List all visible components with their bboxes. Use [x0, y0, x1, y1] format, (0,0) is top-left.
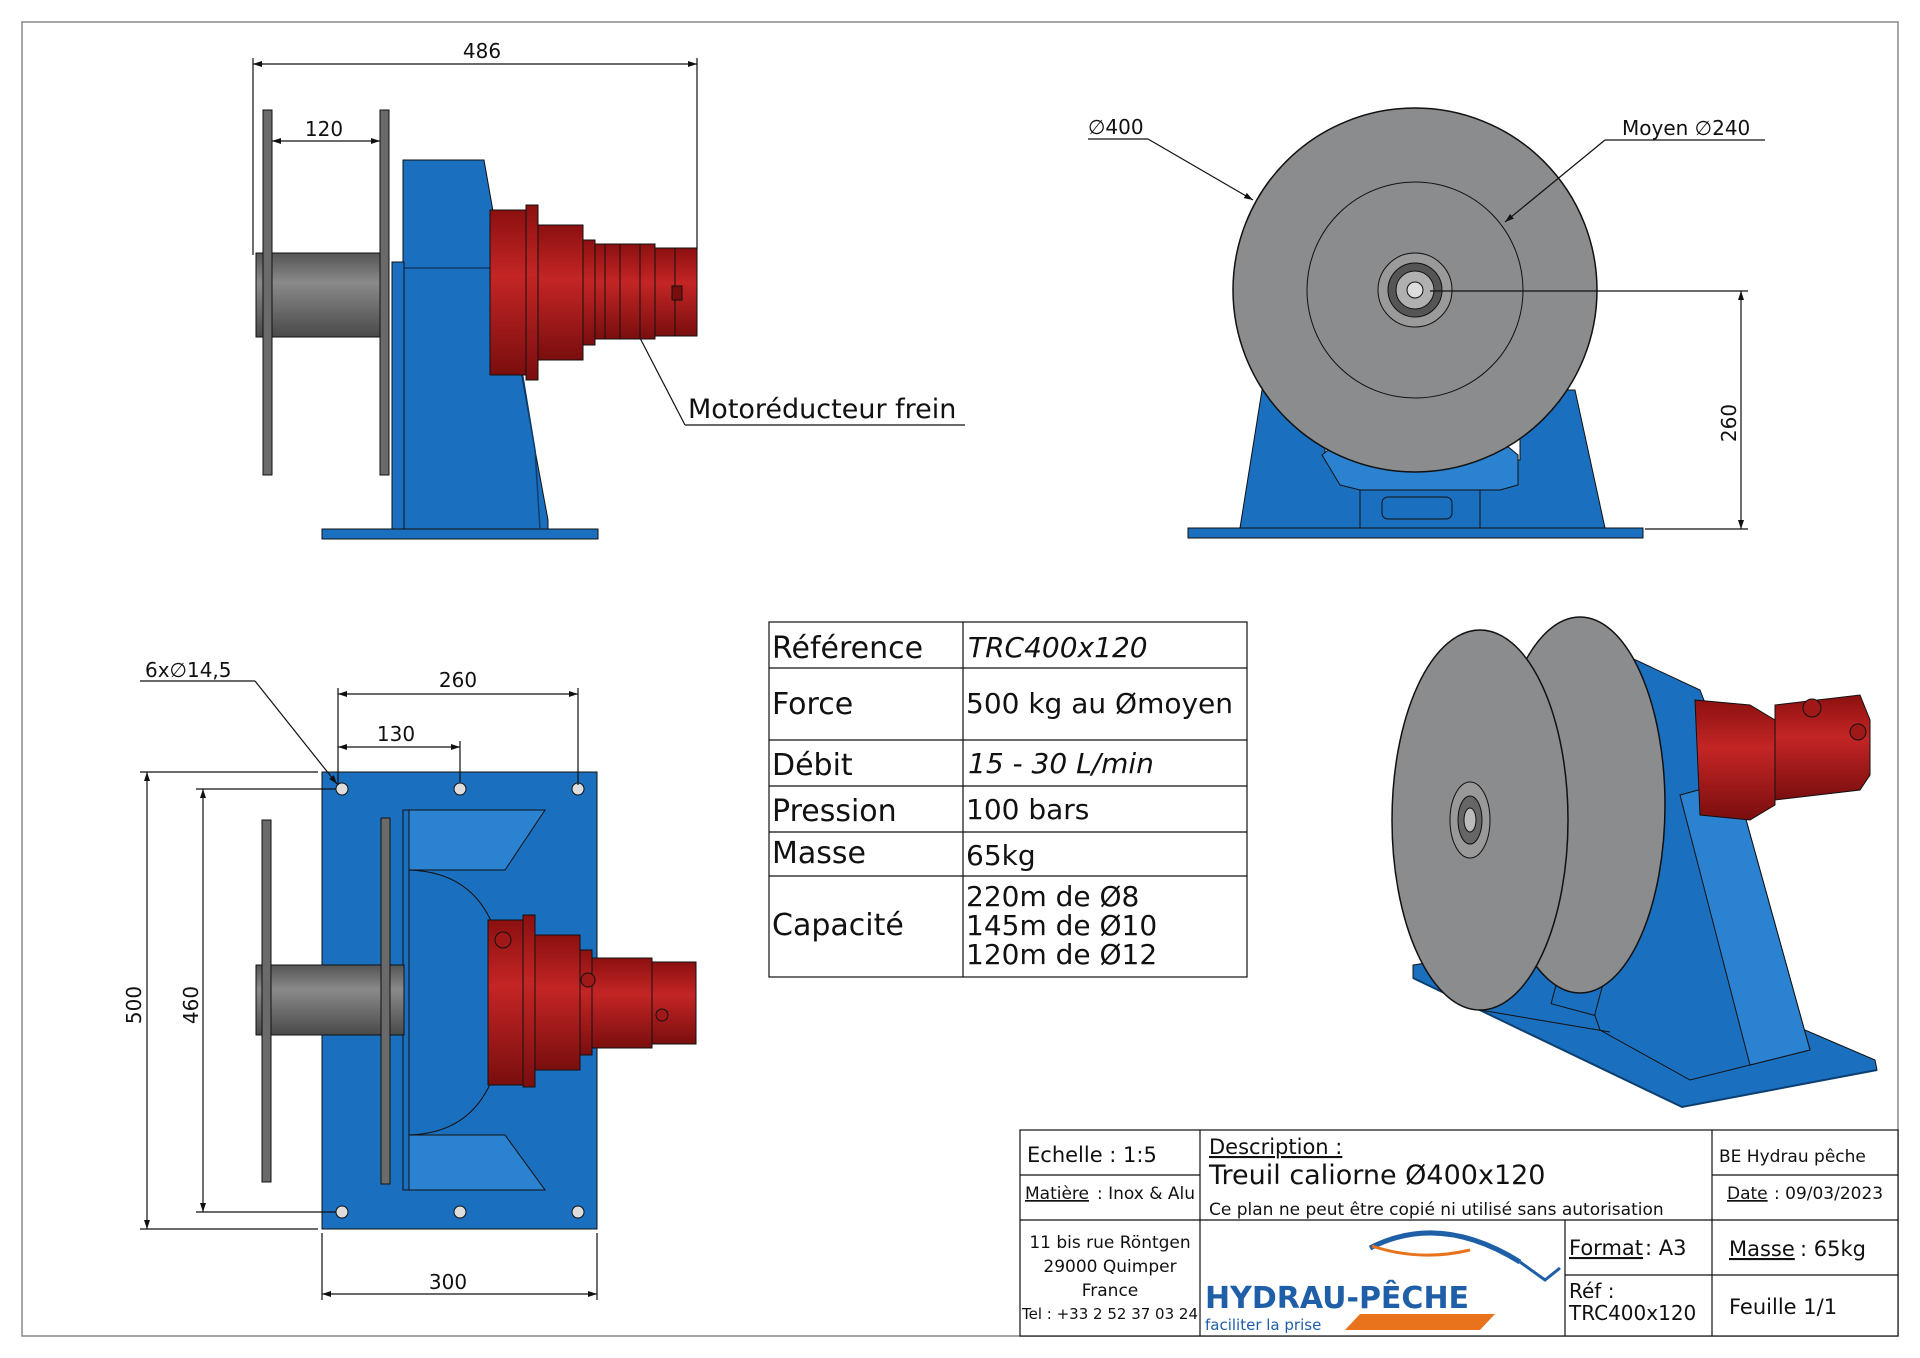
dim-axis-height: 260: [1717, 404, 1741, 442]
dim-base-width: 300: [429, 1270, 467, 1294]
tb-ref-value: TRC400x120: [1568, 1301, 1696, 1325]
tb-address-1: 11 bis rue Röntgen: [1029, 1233, 1190, 1253]
dim-holes: 6x∅14,5: [145, 658, 232, 682]
dim-flange-spacing: 120: [305, 117, 343, 141]
tb-date-value: : 09/03/2023: [1774, 1184, 1883, 1204]
tb-address-2: 29000 Quimper: [1043, 1257, 1176, 1277]
spec-label-capacity: Capacité: [772, 908, 904, 943]
spec-label-mass: Masse: [772, 836, 866, 871]
company-logo: HYDRAU-PÊCHE faciliter la prise: [1205, 1230, 1561, 1334]
dim-flange-diameter: ∅400: [1088, 115, 1144, 139]
tb-material-value: : Inox & Alu: [1097, 1184, 1195, 1204]
dim-mean-diameter: Moyen ∅240: [1622, 116, 1750, 140]
brake-gearmotor: [489, 204, 698, 381]
top-motor: [487, 914, 697, 1088]
top-drum: [255, 964, 405, 1036]
spec-value-force: 500 kg au Ømoyen: [966, 687, 1233, 720]
spec-label-flow: Débit: [772, 748, 853, 783]
tb-description: Treuil caliorne Ø400x120: [1208, 1160, 1546, 1191]
tb-format-value: : A3: [1645, 1236, 1686, 1260]
spec-label-pressure: Pression: [772, 794, 897, 829]
iso-motor: [1694, 694, 1871, 821]
spec-value-pressure: 100 bars: [966, 793, 1089, 826]
tb-scale: Echelle : 1:5: [1027, 1143, 1157, 1167]
tb-address-3: France: [1082, 1281, 1139, 1301]
spec-label-reference: Référence: [772, 631, 923, 666]
title-block: Echelle : 1:5 Matière : Inox & Alu Descr…: [1019, 1129, 1899, 1337]
tb-description-label: Description :: [1209, 1135, 1342, 1159]
spec-value-capacity-3: 120m de Ø12: [966, 938, 1157, 971]
spec-value-reference: TRC400x120: [968, 631, 1148, 664]
dim-hole-spacing-vertical: 460: [179, 986, 203, 1024]
logo-name: HYDRAU-PÊCHE: [1205, 1280, 1469, 1316]
tb-format-label: Format: [1569, 1236, 1643, 1260]
tb-address-4: Tel : +33 2 52 37 03 24: [1021, 1305, 1198, 1323]
flange-outer: [262, 109, 273, 476]
base-plate: [321, 528, 599, 540]
tb-copyright: Ce plan ne peut être copié ni utilisé sa…: [1209, 1200, 1664, 1220]
dim-hole-spacing-outer: 260: [439, 668, 477, 692]
side-view: 486 120 Motoréducteur frein: [252, 39, 965, 540]
spec-table: Référence TRC400x120 Force 500 kg au Ømo…: [768, 621, 1248, 978]
front-base-plate: [1187, 527, 1644, 539]
spec-label-force: Force: [772, 687, 853, 722]
front-view: ∅400 Moyen ∅240 260: [1088, 107, 1765, 539]
spec-value-mass: 65kg: [966, 839, 1036, 872]
tb-mass-value: : 65kg: [1800, 1237, 1866, 1261]
dim-overall-length: 486: [463, 39, 501, 63]
tb-mass-label: Masse: [1729, 1237, 1795, 1261]
top-view: 260 130 6x∅14,5 500 460 300: [122, 658, 697, 1300]
tb-sheet: Feuille 1/1: [1729, 1295, 1837, 1319]
dim-base-length: 500: [122, 986, 146, 1024]
isometric-view: [1391, 616, 1878, 1109]
tb-office: BE Hydrau pêche: [1719, 1147, 1866, 1167]
spec-value-capacity-1: 220m de Ø8: [966, 880, 1139, 913]
callout-motor: Motoréducteur frein: [688, 394, 956, 425]
tb-date-label: Date: [1727, 1184, 1768, 1204]
flange-inner: [379, 109, 390, 476]
tb-ref-label: Réf :: [1569, 1279, 1614, 1303]
drum: [255, 252, 389, 338]
bolt-holes: [335, 782, 585, 1219]
logo-tagline: faciliter la prise: [1205, 1316, 1321, 1334]
sheet-border: [21, 21, 1899, 1337]
spec-value-flow: 15 - 30 L/min: [968, 747, 1154, 780]
tb-material-label: Matière: [1025, 1184, 1089, 1204]
spec-value-capacity-2: 145m de Ø10: [966, 909, 1157, 942]
dim-hole-spacing-inner: 130: [377, 722, 415, 746]
